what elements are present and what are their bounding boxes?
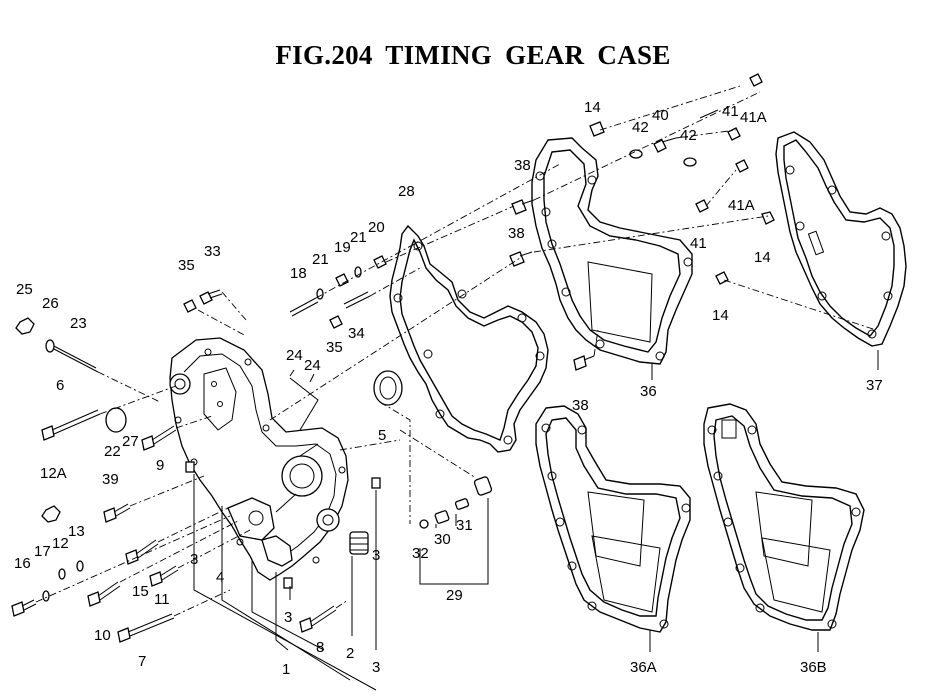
callout-5: 5 [378, 427, 386, 444]
callout-21: 21 [350, 229, 367, 246]
callout-2: 2 [346, 645, 354, 662]
callout-29: 29 [446, 587, 463, 604]
gasket-36b-shape [703, 403, 865, 631]
callout-17: 17 [34, 543, 51, 560]
gasket-37-shape [775, 131, 907, 347]
callout-3: 3 [190, 551, 198, 568]
callout-30: 30 [434, 531, 451, 548]
leader-lines [193, 350, 879, 691]
callout-22: 22 [104, 443, 121, 460]
callout-35: 35 [326, 339, 343, 356]
callout-38: 38 [572, 397, 589, 414]
callout-26: 26 [42, 295, 59, 312]
callout-41: 41 [690, 235, 707, 252]
callout-35: 35 [178, 257, 195, 274]
callout-25: 25 [16, 281, 33, 298]
callout-3: 3 [284, 609, 292, 626]
callout-labels: 1 2 3 3 3 3 4 5 6 7 8 9 10 11 12 12A 13 … [14, 99, 883, 678]
callout-3: 3 [372, 547, 380, 564]
figure-title: FIG.204 TIMING GEAR CASE [275, 40, 671, 70]
callout-14: 14 [754, 249, 771, 266]
callout-42: 42 [632, 119, 649, 136]
callout-38: 38 [514, 157, 531, 174]
valve-assembly-29 [419, 476, 493, 529]
callout-24: 24 [304, 357, 321, 374]
callout-12: 12 [52, 535, 69, 552]
callout-4: 4 [216, 569, 224, 586]
callout-14: 14 [712, 307, 729, 324]
callout-42: 42 [680, 127, 697, 144]
callout-7: 7 [138, 653, 146, 670]
callout-34: 34 [348, 325, 365, 342]
callout-36: 36 [640, 383, 657, 400]
callout-6: 6 [56, 377, 64, 394]
callout-13: 13 [68, 523, 85, 540]
gasket-36a-shape [535, 405, 691, 633]
callout-12a: 12A [40, 465, 67, 482]
callout-41a: 41A [728, 197, 755, 214]
callout-36a: 36A [630, 659, 657, 676]
callout-39: 39 [102, 471, 119, 488]
callout-41a: 41A [740, 109, 767, 126]
callout-11: 11 [154, 591, 170, 608]
oil-seal-5 [373, 370, 403, 406]
callout-9: 9 [156, 457, 164, 474]
bolt-shapes [11, 73, 775, 643]
callout-24: 24 [286, 347, 303, 364]
callout-15: 15 [132, 583, 149, 600]
callout-1: 1 [282, 661, 290, 678]
callout-18: 18 [290, 265, 307, 282]
callout-23: 23 [70, 315, 87, 332]
callout-3: 3 [372, 659, 380, 676]
callout-27: 27 [122, 433, 139, 450]
callout-28: 28 [398, 183, 415, 200]
gasket-36-shape [531, 137, 693, 365]
callout-31: 31 [456, 517, 473, 534]
callout-19: 19 [334, 239, 351, 256]
callout-40: 40 [652, 107, 669, 124]
callout-8: 8 [316, 639, 324, 656]
callout-41: 41 [722, 103, 739, 120]
gasket-28-shape [389, 224, 549, 453]
callout-14: 14 [584, 99, 601, 116]
callout-38: 38 [508, 225, 525, 242]
callout-16: 16 [14, 555, 31, 572]
callout-37: 37 [866, 377, 883, 394]
callout-33: 33 [204, 243, 221, 260]
callout-21: 21 [312, 251, 329, 268]
timing-gear-case-body [169, 337, 349, 581]
assembly-lines [35, 85, 877, 617]
plug-2 [349, 531, 369, 555]
callout-10: 10 [94, 627, 111, 644]
callout-32: 32 [412, 545, 429, 562]
callout-36b: 36B [800, 659, 827, 676]
callout-20: 20 [368, 219, 385, 236]
